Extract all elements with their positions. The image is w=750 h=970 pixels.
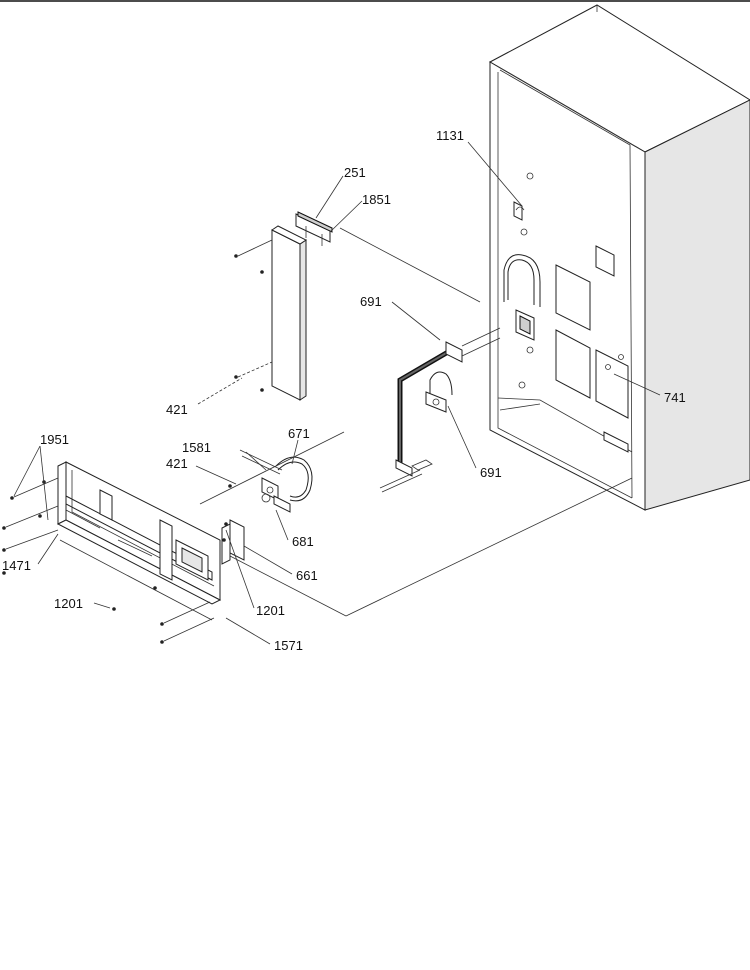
label-421-lower: 421 bbox=[166, 456, 188, 471]
label-741: 741 bbox=[664, 390, 686, 405]
cabinet bbox=[488, 4, 750, 511]
label-1571: 1571 bbox=[274, 638, 303, 653]
label-681: 681 bbox=[292, 534, 314, 549]
label-671: 671 bbox=[288, 426, 310, 441]
label-1471: 1471 bbox=[2, 558, 31, 573]
label-691-top: 691 bbox=[360, 294, 382, 309]
hose-assembly-671 bbox=[239, 449, 313, 513]
label-691-bottom: 691 bbox=[480, 465, 502, 480]
part-labels: 1131 251 1851 691 691 741 421 421 671 15… bbox=[2, 128, 686, 653]
label-1851: 1851 bbox=[362, 192, 391, 207]
label-1131: 1131 bbox=[436, 128, 464, 143]
label-251: 251 bbox=[344, 165, 366, 180]
label-1201-right: 1201 bbox=[256, 603, 285, 618]
lower-bracket-assembly bbox=[2, 461, 245, 644]
label-661: 661 bbox=[296, 568, 318, 583]
cover-panel-421 bbox=[234, 211, 333, 401]
label-1581: 1581 bbox=[182, 440, 211, 455]
label-421-upper: 421 bbox=[166, 402, 188, 417]
label-1951: 1951 bbox=[40, 432, 69, 447]
water-line-691 bbox=[379, 327, 501, 493]
label-1201-left: 1201 bbox=[54, 596, 83, 611]
leader-lines bbox=[13, 141, 661, 645]
